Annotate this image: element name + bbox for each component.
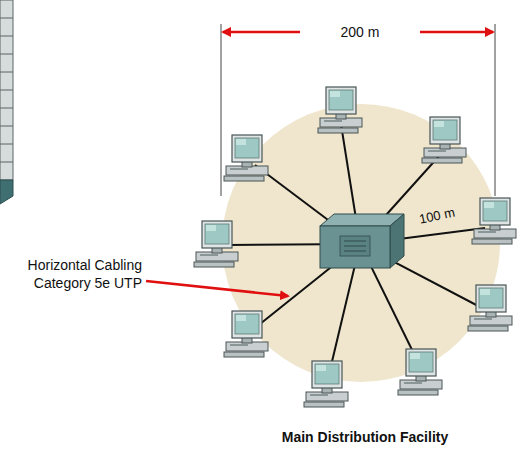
caption-text: Main Distribution Facility	[245, 428, 485, 446]
patch-panel-edge	[0, 0, 13, 204]
dimension-arrow	[223, 31, 300, 34]
dimension-tick	[221, 24, 222, 196]
dimension-label: 100 m	[411, 203, 463, 229]
callout-arrow	[146, 281, 288, 296]
computer-icon	[304, 361, 348, 407]
coverage-area	[222, 104, 500, 382]
cable-group	[228, 118, 485, 370]
computer-icon	[468, 285, 512, 331]
computer-icon	[194, 221, 238, 267]
computer-icon	[318, 87, 362, 133]
dimension-tick	[495, 24, 496, 196]
switch-symbol	[320, 214, 404, 268]
dimension-arrow	[420, 31, 493, 34]
computer-icon	[472, 198, 516, 244]
computer-icon	[224, 135, 268, 181]
computer-icon	[398, 349, 442, 395]
computer-icon	[224, 311, 268, 357]
computer-icon	[422, 117, 466, 163]
cabling-label: Horizontal Cabling Category 5e UTP	[0, 256, 142, 292]
dimension-label: 200 m	[325, 23, 395, 41]
